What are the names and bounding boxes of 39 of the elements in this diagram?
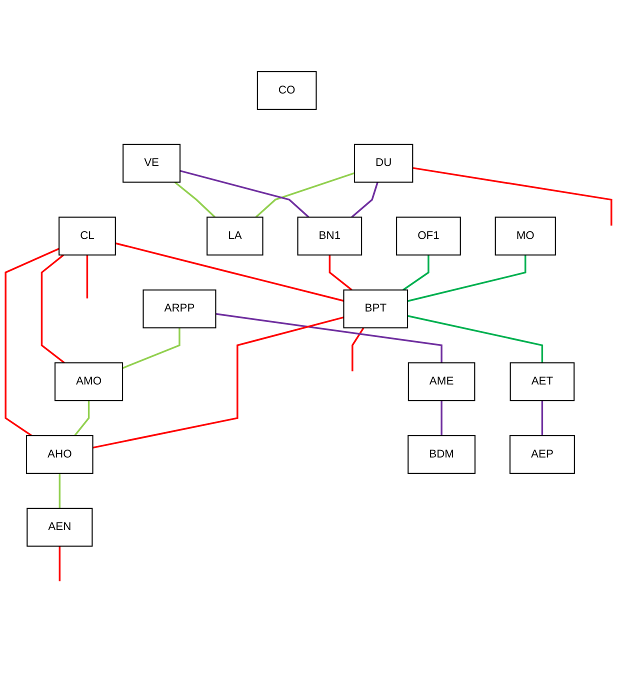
connector — [407, 314, 544, 362]
connector — [74, 400, 90, 436]
node-box: ARPP — [142, 289, 216, 328]
connector — [255, 172, 355, 218]
connector — [407, 254, 526, 302]
node-box: VE — [122, 143, 181, 182]
connector — [352, 326, 364, 371]
connector — [86, 254, 88, 298]
connector — [4, 247, 60, 436]
node-box: LA — [206, 216, 264, 256]
node-box: BDM — [408, 434, 476, 474]
node-box: AEP — [509, 434, 575, 474]
connector — [174, 181, 216, 218]
node-box: AHO — [26, 434, 94, 474]
node-box: AME — [408, 362, 476, 401]
node-box: BPT — [343, 289, 408, 328]
connector — [122, 327, 180, 369]
connector — [40, 254, 65, 364]
connector — [541, 400, 544, 436]
connector — [440, 400, 442, 436]
node-box: OF1 — [396, 216, 461, 256]
connector — [58, 473, 61, 508]
connector — [115, 242, 344, 302]
node-box: DU — [354, 143, 414, 182]
node-box: AET — [510, 362, 575, 401]
connector — [412, 166, 612, 226]
connector — [402, 254, 430, 290]
node-box: MO — [494, 216, 556, 256]
connector — [216, 312, 442, 362]
connector — [351, 182, 378, 218]
node-box: CO — [256, 70, 317, 110]
node-box: AMO — [54, 362, 124, 401]
node-box: BN1 — [297, 216, 362, 256]
connector — [180, 170, 310, 218]
connector — [92, 316, 344, 448]
node-box: AEN — [26, 507, 93, 546]
node-box: CL — [58, 216, 116, 256]
connector — [58, 546, 61, 581]
connector — [328, 254, 352, 290]
